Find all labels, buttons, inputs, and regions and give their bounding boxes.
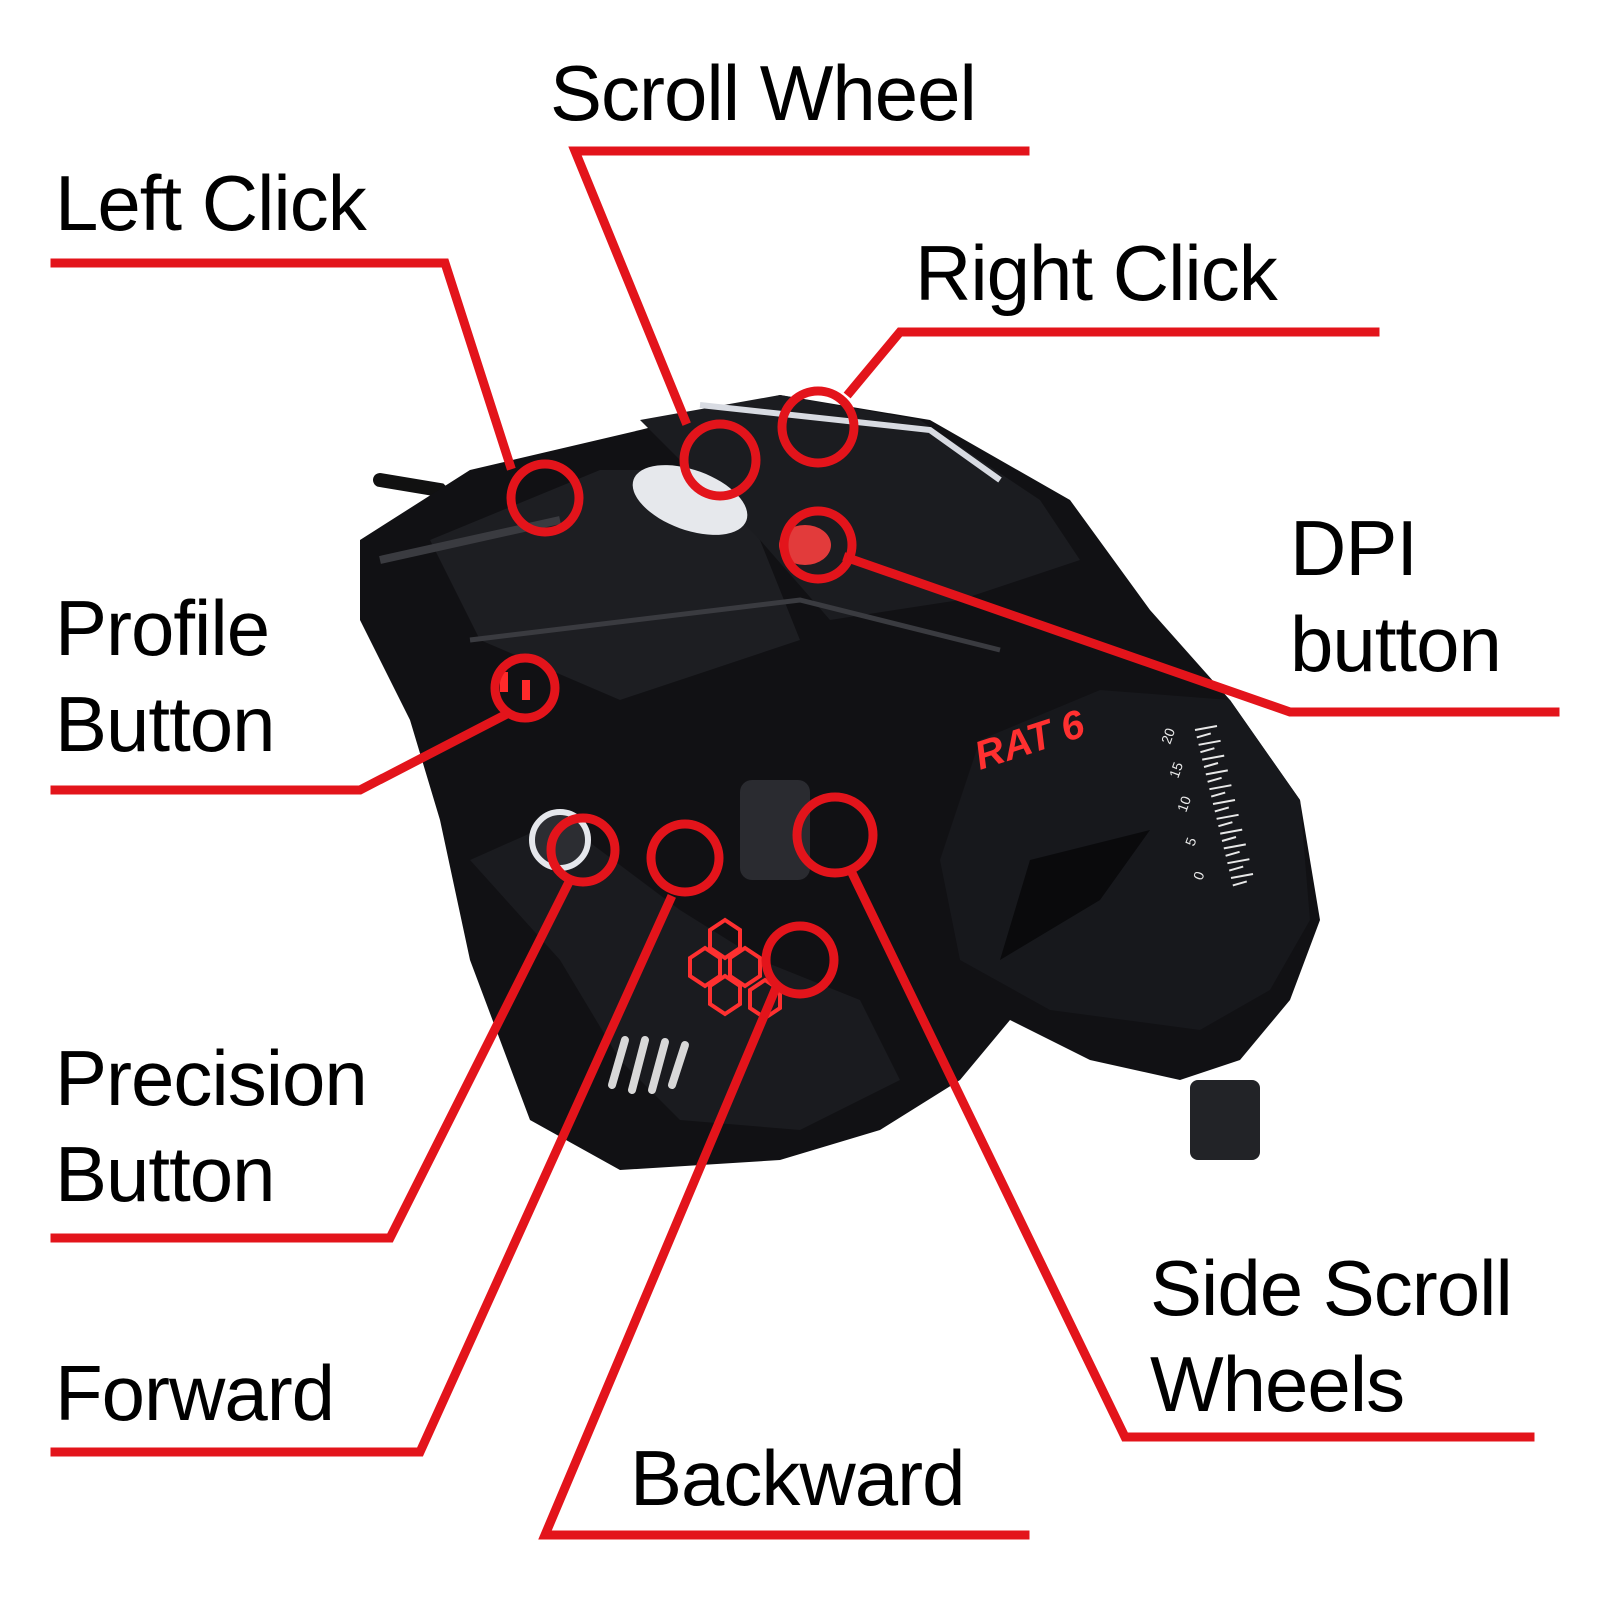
scale-mark: 10: [1174, 794, 1194, 814]
label-forward-text: Forward: [55, 1349, 335, 1437]
marker-precision: [546, 813, 620, 887]
label-dpi-line2: button: [1290, 600, 1502, 688]
scale-tick: [1220, 828, 1243, 835]
callout-side-scroll: [846, 868, 1535, 1442]
callout-scroll-wheel: [568, 146, 1030, 426]
profile-led: [522, 680, 530, 700]
callout-profile: [50, 708, 512, 795]
callout-precision: [50, 873, 577, 1243]
scale-tick: [1212, 799, 1236, 805]
label-dpi-button: DPI button: [1290, 500, 1502, 692]
dpi-button-part: [779, 525, 831, 565]
label-side-scroll-line2: Wheels: [1150, 1340, 1405, 1428]
marker-left-click: [506, 459, 584, 537]
callout-dpi: [842, 552, 1560, 717]
callout-right-click: [843, 327, 1380, 399]
scale-mark: 20: [1158, 726, 1178, 746]
scale-tick: [1232, 880, 1248, 887]
label-precision-button: Precision Button: [55, 1030, 368, 1222]
label-profile-line1: Profile: [55, 584, 270, 672]
claw-logo: [608, 1036, 689, 1094]
profile-led: [500, 672, 508, 692]
scale-tick: [1198, 739, 1221, 746]
scale-tick: [1216, 813, 1239, 820]
scale-tick: [1225, 850, 1240, 857]
adjustment-screw: [1190, 1080, 1260, 1160]
scale-tick: [1202, 754, 1225, 761]
label-scroll-wheel-text: Scroll Wheel: [550, 49, 977, 137]
side-scroll-knob: [740, 780, 810, 880]
callout-left-click: [50, 258, 516, 471]
scale-tick: [1214, 806, 1230, 813]
scale-tick: [1230, 873, 1254, 879]
label-dpi-line1: DPI: [1290, 504, 1418, 592]
label-side-scroll-wheels: Side Scroll Wheels: [1150, 1240, 1513, 1432]
callout-forward: [50, 894, 676, 1457]
thumb-rest: [470, 820, 900, 1130]
marker-backward: [761, 921, 839, 999]
label-right-click-text: Right Click: [915, 229, 1278, 317]
callout-lines: [50, 146, 1560, 1540]
scale-tick: [1223, 843, 1246, 850]
scale-tick: [1194, 725, 1218, 731]
scale-tick: [1210, 791, 1226, 798]
scale-tick: [1205, 769, 1228, 776]
marker-forward: [646, 819, 724, 897]
marker-scroll-wheel: [679, 419, 761, 501]
marker-right-click: [777, 386, 859, 468]
label-scroll-wheel: Scroll Wheel: [550, 45, 977, 141]
label-side-scroll-line1: Side Scroll: [1150, 1244, 1513, 1332]
label-backward-text: Backward: [630, 1434, 965, 1522]
scroll-wheel-part: [632, 465, 748, 535]
right-click-panel: [640, 395, 1080, 620]
scale-tick: [1221, 836, 1237, 842]
callout-backward: [538, 984, 1030, 1540]
scale-tick: [1209, 784, 1232, 791]
scale-tick: [1227, 858, 1250, 865]
scale-tick: [1200, 747, 1215, 754]
scale-tick: [1218, 821, 1233, 828]
label-right-click: Right Click: [915, 225, 1278, 321]
label-forward: Forward: [55, 1345, 335, 1441]
mouse-body: [360, 395, 1320, 1170]
label-left-click: Left Click: [55, 155, 367, 251]
scale-tick: [1228, 865, 1244, 872]
scale-tick: [1196, 732, 1212, 739]
label-profile-button: Profile Button: [55, 580, 276, 772]
label-precision-line1: Precision: [55, 1034, 368, 1122]
label-precision-line2: Button: [55, 1130, 276, 1218]
label-backward: Backward: [630, 1430, 965, 1526]
marker-profile: [490, 653, 560, 723]
label-profile-line2: Button: [55, 680, 276, 768]
hex-decoration: [688, 917, 782, 1021]
marker-side-scroll: [792, 792, 878, 878]
label-left-click-text: Left Click: [55, 159, 367, 247]
marker-dpi: [779, 506, 857, 584]
scale-tick: [1207, 776, 1222, 783]
scale-mark: 15: [1166, 760, 1186, 780]
scale-tick: [1203, 762, 1219, 768]
